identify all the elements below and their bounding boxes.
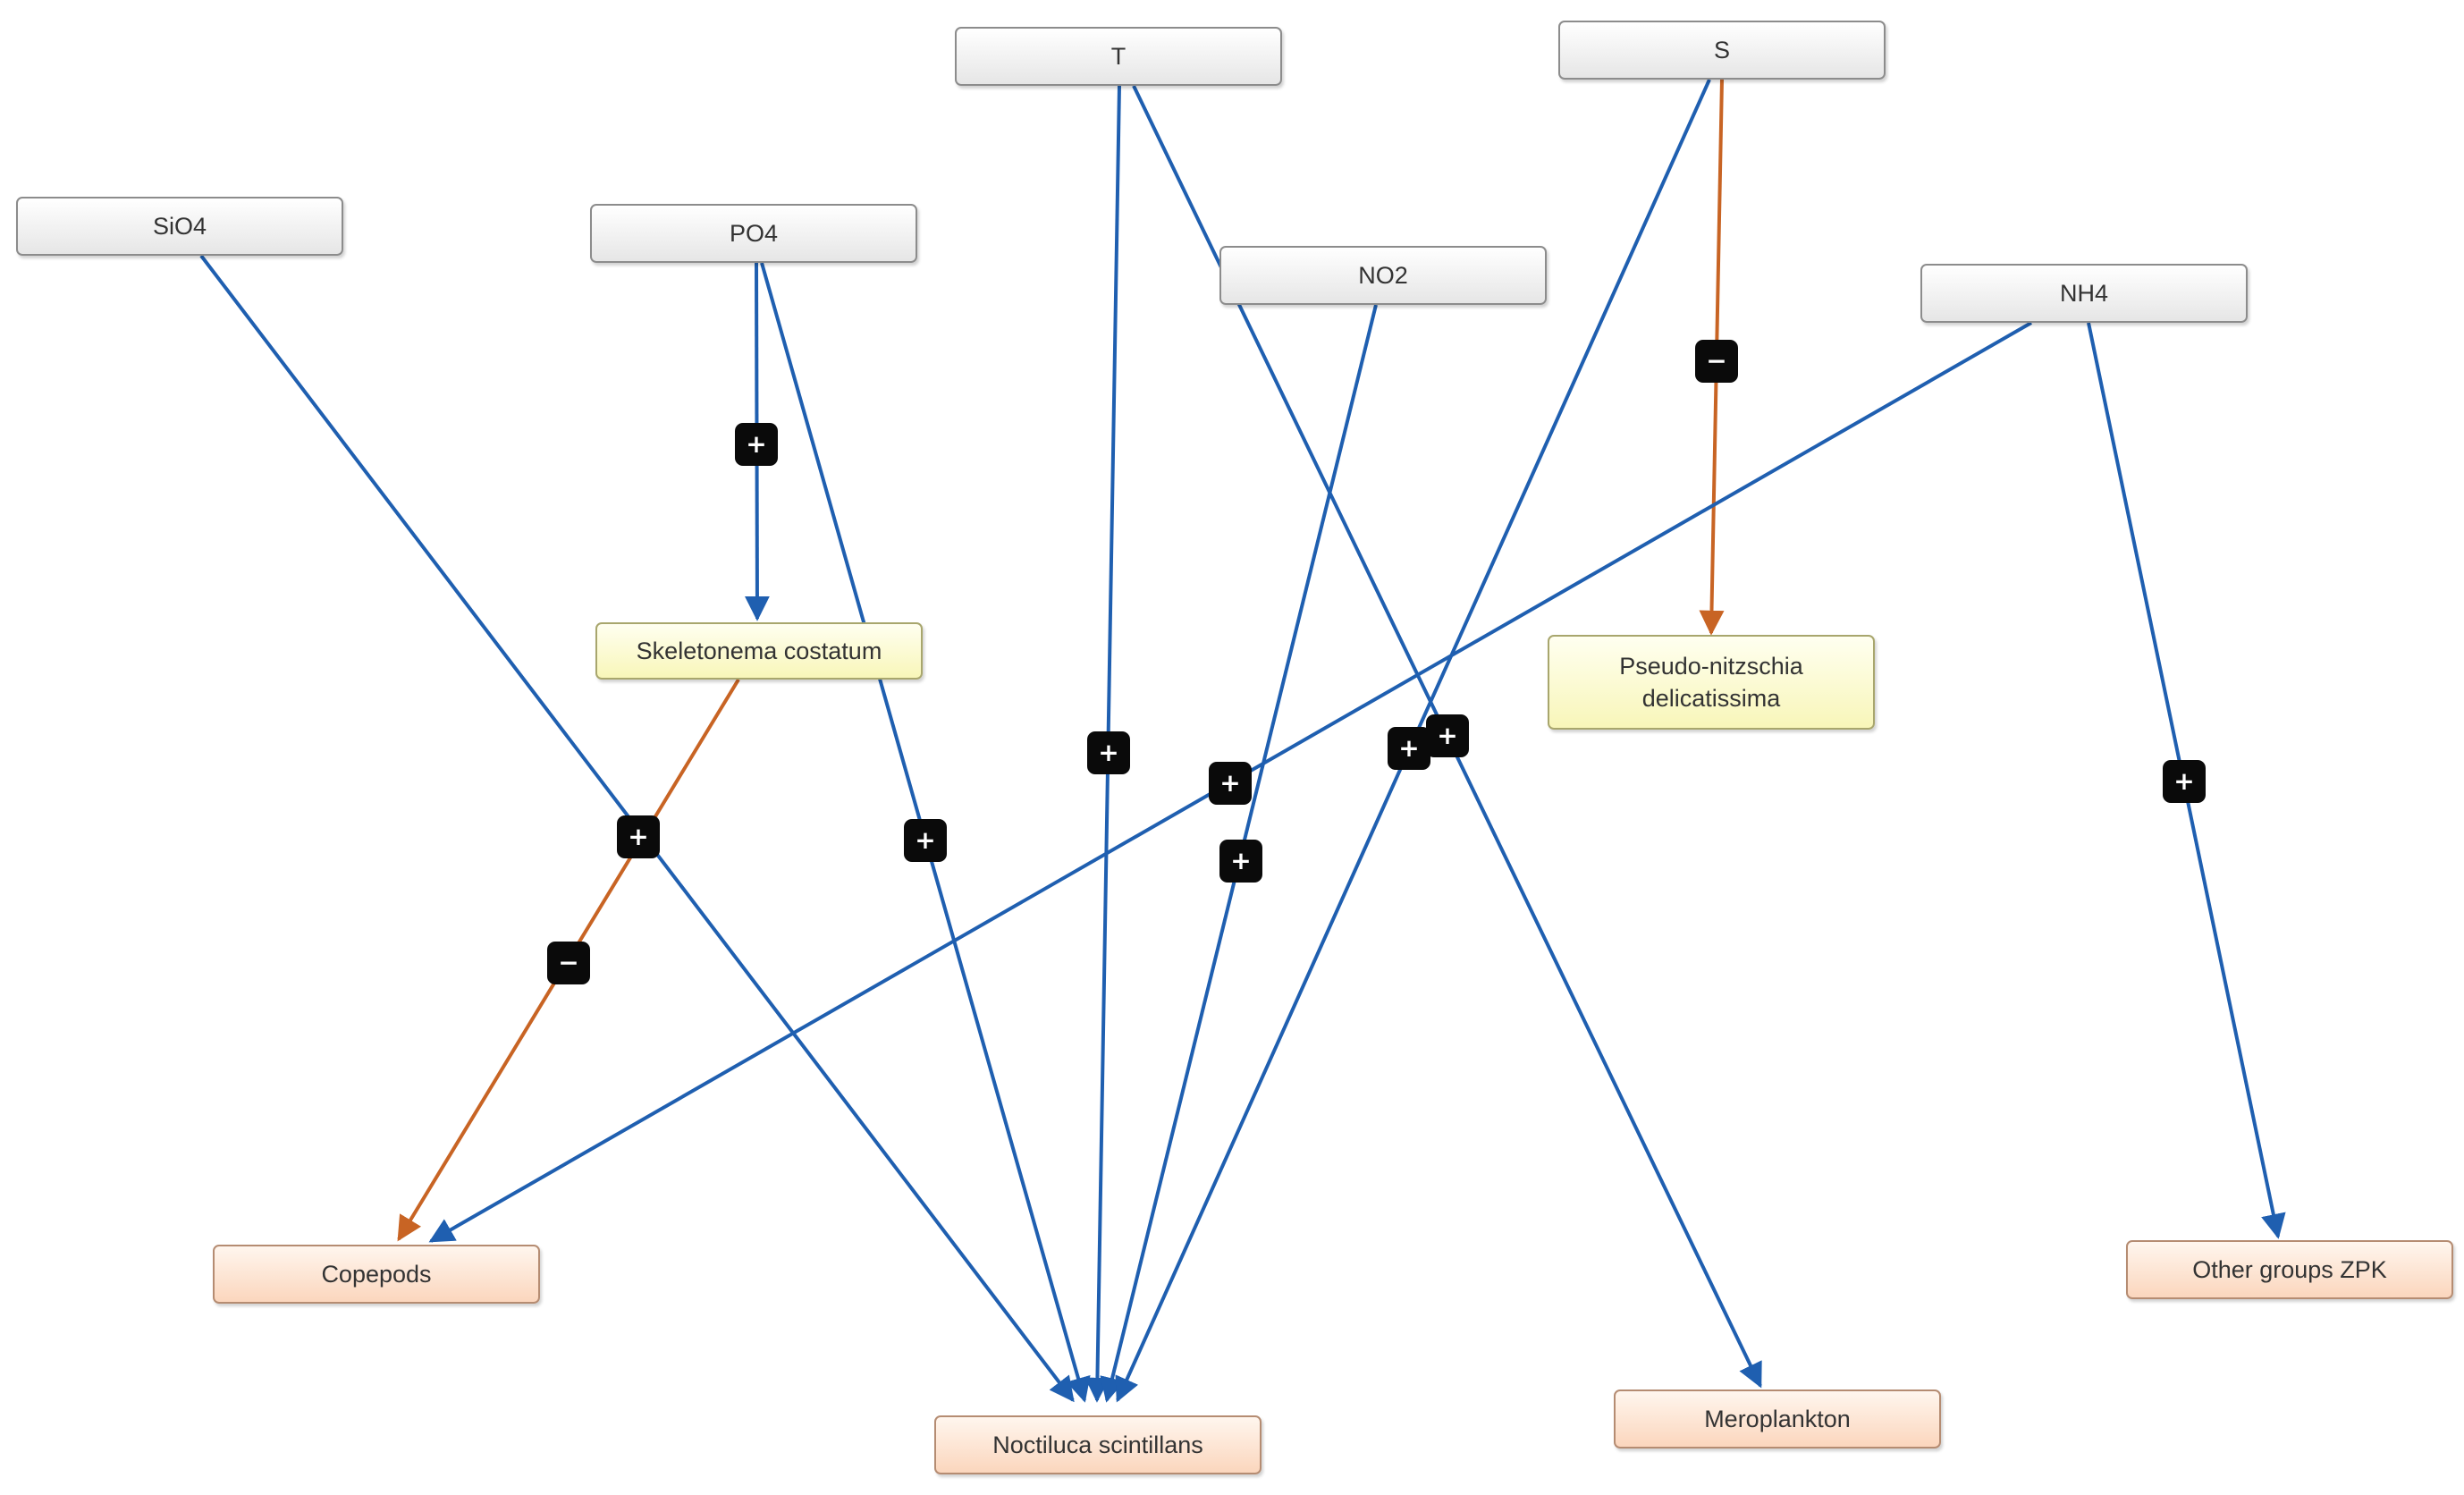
- sign-badge-shape: [1426, 714, 1469, 757]
- minus-sign: −: [558, 948, 578, 977]
- node-t[interactable]: T: [955, 27, 1282, 86]
- edge-sign-badge: +: [735, 423, 778, 466]
- sign-badge-shape: [735, 423, 778, 466]
- edge-sign-badge: +: [1087, 731, 1130, 774]
- node-nh4[interactable]: NH4: [1920, 264, 2248, 323]
- plus-sign: +: [1437, 721, 1457, 750]
- node-label: NH4: [2059, 279, 2108, 307]
- node-pseudo-nitzschia-delicatissima[interactable]: Pseudo-nitzschia delicatissima: [1548, 635, 1875, 730]
- edge-sign-badge: +: [1388, 727, 1430, 770]
- node-label: SiO4: [152, 212, 207, 240]
- sign-badge-shape: [904, 819, 947, 862]
- sign-badge-shape: [1209, 762, 1252, 805]
- node-label: Noctiluca scintillans: [992, 1431, 1203, 1458]
- node-label: Skeletonema costatum: [636, 637, 882, 664]
- edge-sign-badge: +: [904, 819, 947, 862]
- plus-sign: +: [1230, 846, 1251, 875]
- node-noctiluca-scintillans[interactable]: Noctiluca scintillans: [934, 1415, 1262, 1474]
- plus-sign: +: [1219, 768, 1240, 798]
- edge-sign-badge: +: [617, 815, 660, 858]
- sign-badge-shape: [1388, 727, 1430, 770]
- node-po4[interactable]: PO4: [590, 204, 917, 263]
- node-label: Copepods: [321, 1260, 432, 1288]
- edge-sign-badge: +: [1219, 840, 1262, 883]
- edge-sign-badges: + + + − + + + + − + +: [547, 340, 2206, 984]
- node-label: Other groups ZPK: [2192, 1255, 2387, 1283]
- node-label: S: [1713, 36, 1730, 63]
- node-label: Pseudo-nitzschia delicatissima: [1619, 652, 1803, 712]
- minus-sign: −: [1706, 346, 1726, 376]
- plus-sign: +: [915, 825, 935, 855]
- sign-badge-shape: [1695, 340, 1738, 383]
- node-label: Meroplankton: [1704, 1405, 1851, 1432]
- plus-sign: +: [628, 822, 648, 851]
- node-label: PO4: [729, 219, 779, 247]
- edge-sign-badge: +: [1426, 714, 1469, 757]
- plus-sign: +: [746, 429, 766, 459]
- plus-sign: +: [2173, 766, 2194, 796]
- sign-badge-shape: [617, 815, 660, 858]
- node-meroplankton[interactable]: Meroplankton: [1614, 1389, 1941, 1449]
- edge-sign-badge: −: [1695, 340, 1738, 383]
- node-no2[interactable]: NO2: [1219, 246, 1547, 305]
- node-skeletonema-costatum[interactable]: Skeletonema costatum: [595, 622, 923, 680]
- sign-badge-shape: [547, 942, 590, 984]
- plus-sign: +: [1098, 738, 1118, 767]
- edge-sign-badge: +: [1209, 762, 1252, 805]
- node-label: NO2: [1358, 261, 1408, 289]
- plus-sign: +: [1398, 733, 1419, 763]
- edge-sign-badge: +: [2163, 760, 2206, 803]
- edge-sign-badge: −: [547, 942, 590, 984]
- sign-badge-shape: [1219, 840, 1262, 883]
- node-other-groups-zpk[interactable]: Other groups ZPK: [2126, 1240, 2453, 1299]
- node-sio4[interactable]: SiO4: [16, 197, 343, 256]
- sign-badge-shape: [1087, 731, 1130, 774]
- node-s[interactable]: S: [1558, 21, 1886, 80]
- node-copepods[interactable]: Copepods: [213, 1245, 540, 1304]
- sign-badge-shape: [2163, 760, 2206, 803]
- node-label: T: [1110, 42, 1127, 70]
